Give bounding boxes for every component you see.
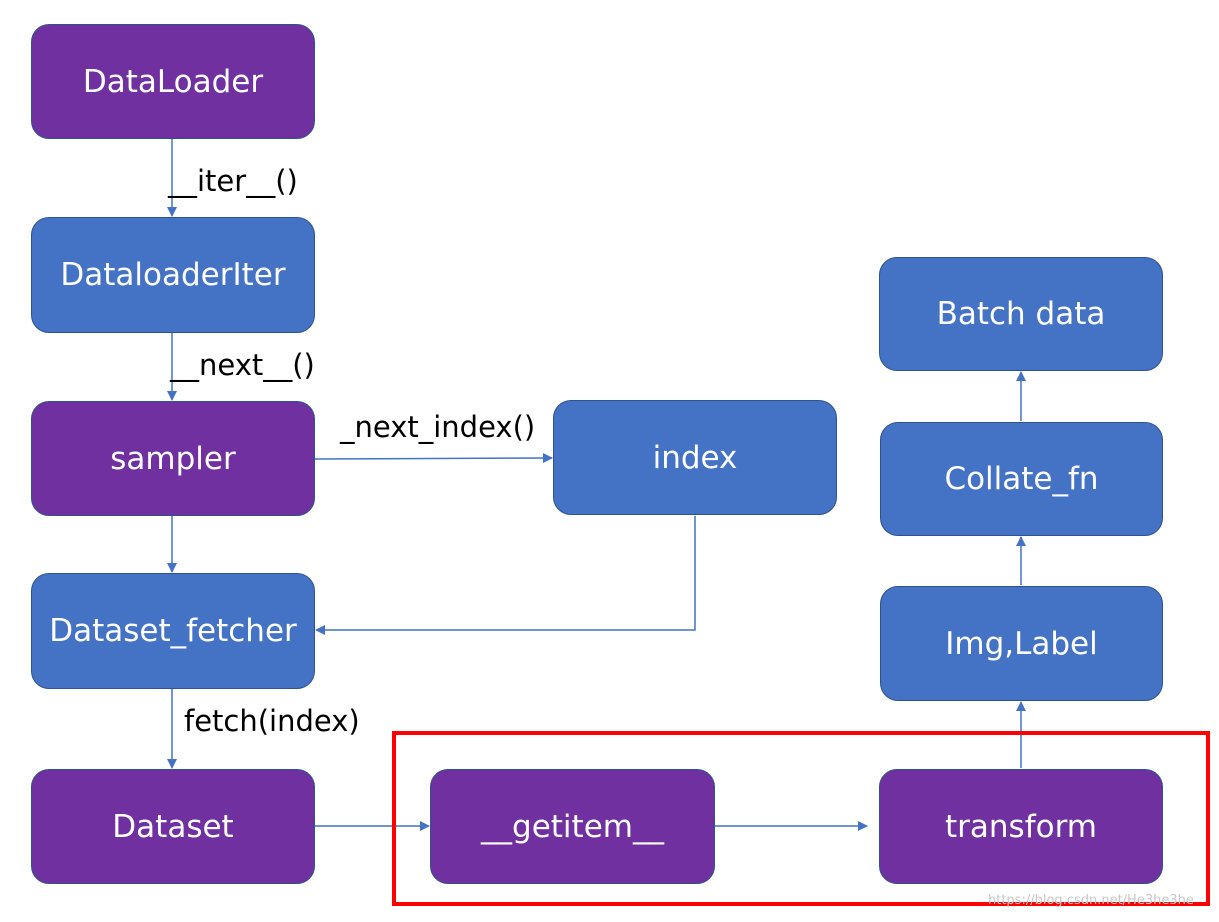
node-getitem: __getitem__	[430, 769, 715, 884]
node-batch-data: Batch data	[879, 257, 1163, 371]
node-index: index	[553, 400, 837, 515]
highlight-box	[392, 731, 1210, 906]
edge-label-iter: __iter__()	[168, 164, 298, 198]
edge-label-next: __next__()	[170, 348, 315, 382]
node-dataloader: DataLoader	[31, 24, 315, 139]
node-transform: transform	[879, 769, 1163, 884]
edge-label-fetch: fetch(index)	[184, 704, 360, 738]
arrow-sampler-to-index	[314, 453, 553, 464]
node-img-label: Img,Label	[880, 586, 1163, 701]
node-dataset: Dataset	[31, 769, 315, 884]
watermark: https://blog.csdn.net/He3he3he	[988, 893, 1194, 908]
arrow-index-to-fetcher	[315, 516, 696, 635]
node-dataset-fetcher: Dataset_fetcher	[31, 573, 315, 689]
edge-label-next-index: _next_index()	[340, 410, 536, 444]
node-dataloader-iter: DataloaderIter	[31, 217, 315, 333]
node-collate-fn: Collate_fn	[880, 422, 1163, 536]
node-sampler: sampler	[31, 401, 315, 516]
